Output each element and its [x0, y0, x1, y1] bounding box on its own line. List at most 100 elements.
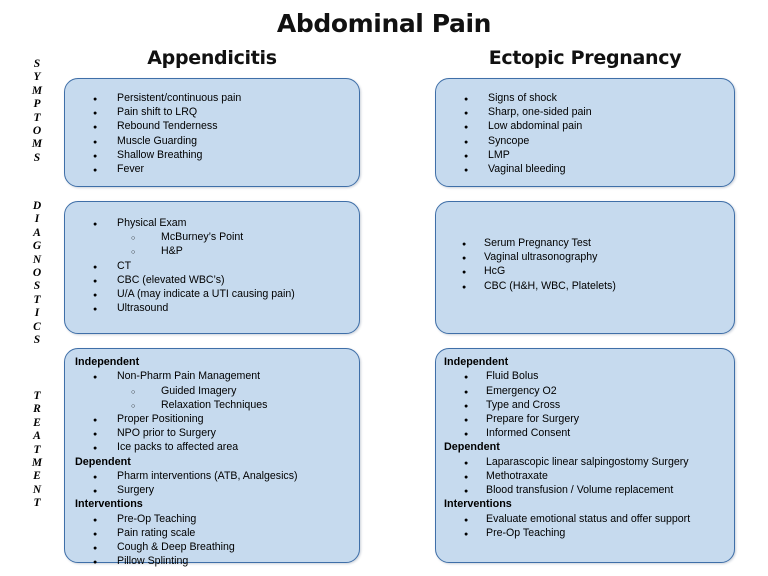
- list-item-label: Low abdominal pain: [488, 120, 583, 133]
- list-item-label: Cough & Deep Breathing: [117, 541, 235, 554]
- list-item: Ultrasound: [65, 301, 359, 315]
- group-heading: Interventions: [444, 498, 512, 511]
- list-item-label: Prepare for Surgery: [486, 413, 580, 426]
- list-item: Shallow Breathing: [65, 148, 359, 162]
- list-item-label: Pharm interventions (ATB, Analgesics): [117, 470, 298, 483]
- list-item: Syncope: [436, 134, 734, 148]
- row-label-letter: D: [32, 200, 42, 212]
- disc-bullet-icon: [462, 279, 472, 295]
- list-item: McBurney’s Point: [65, 230, 359, 244]
- row-label-letter: A: [33, 226, 41, 239]
- list-item-label: Fever: [117, 163, 145, 176]
- list-item: Pre-Op Teaching: [436, 526, 734, 540]
- box-appendicitis-treatment: IndependentNon-Pharm Pain ManagementGuid…: [64, 348, 360, 567]
- list-item-label: Fluid Bolus: [486, 370, 539, 383]
- list-item: Serum Pregnancy Test: [436, 236, 734, 250]
- bullet-list: Fluid BolusEmergency O2Type and CrossPre…: [436, 369, 734, 440]
- disc-bullet-icon: [93, 440, 103, 456]
- disc-bullet-icon: [464, 426, 474, 442]
- row-label-letter: I: [34, 307, 40, 320]
- bullet-list: Serum Pregnancy TestVaginal ultrasonogra…: [436, 236, 734, 293]
- list-ectopic-diagnostics: Serum Pregnancy TestVaginal ultrasonogra…: [436, 202, 734, 293]
- box-ectopic-treatment: IndependentFluid BolusEmergency O2Type a…: [435, 348, 735, 563]
- list-item: Muscle Guarding: [65, 134, 359, 148]
- row-label-letter: P: [33, 98, 41, 111]
- list-item-label: McBurney’s Point: [161, 231, 244, 244]
- list-item-label: Sharp, one-sided pain: [488, 106, 592, 119]
- row-label-letter: M: [31, 138, 43, 151]
- list-item-label: CBC (elevated WBC’s): [117, 273, 225, 286]
- list-item-label: CT: [117, 259, 132, 272]
- box-ectopic-symptoms: Signs of shockSharp, one-sided painLow a…: [435, 78, 735, 187]
- bullet-list: Laparascopic linear salpingostomy Surger…: [436, 455, 734, 498]
- list-item-label: Shallow Breathing: [117, 148, 203, 161]
- group-heading: Independent: [444, 356, 509, 368]
- row-label-letter: M: [31, 457, 43, 470]
- list-item-label: Muscle Guarding: [117, 134, 198, 147]
- list-item: Pharm interventions (ATB, Analgesics): [65, 469, 359, 483]
- disc-bullet-icon: [464, 526, 474, 542]
- list-item-label: U/A (may indicate a UTI causing pain): [117, 288, 295, 301]
- disc-bullet-icon: [93, 301, 103, 317]
- list-item: CBC (elevated WBC’s): [65, 273, 359, 287]
- row-label-letter: C: [33, 320, 41, 333]
- row-label-letter: O: [32, 125, 42, 138]
- bullet-list: Pre-Op TeachingPain rating scaleCough & …: [65, 512, 359, 569]
- disc-bullet-icon: [464, 162, 474, 178]
- list-appendicitis-diagnostics: Physical ExamMcBurney’s PointH&P CTCBC (e…: [65, 202, 359, 315]
- group-heading: Interventions: [75, 498, 143, 511]
- bullet-list: Non-Pharm Pain Management: [65, 369, 359, 383]
- list-item-label: Pre-Op Teaching: [117, 512, 197, 525]
- list-item-label: Signs of shock: [488, 92, 557, 104]
- list-item-label: Relaxation Techniques: [161, 398, 268, 411]
- list-item-label: Non-Pharm Pain Management: [117, 370, 261, 383]
- list-item: Blood transfusion / Volume replacement: [436, 483, 734, 497]
- list-item-label: H&P: [161, 245, 183, 258]
- list-item-label: Rebound Tenderness: [117, 120, 218, 133]
- list-item-label: Vaginal ultrasonography: [484, 251, 598, 264]
- list-item: Methotraxate: [436, 469, 734, 483]
- list-ectopic-symptoms: Signs of shockSharp, one-sided painLow a…: [436, 79, 734, 176]
- list-item: Low abdominal pain: [436, 119, 734, 133]
- list-ectopic-treatment: IndependentFluid BolusEmergency O2Type a…: [436, 349, 734, 540]
- list-item-label: Emergency O2: [486, 384, 557, 397]
- list-appendicitis-symptoms: Persistent/continuous painPain shift to …: [65, 79, 359, 176]
- disc-bullet-icon: [464, 483, 474, 499]
- list-item-label: Laparascopic linear salpingostomy Surger…: [486, 455, 689, 468]
- list-item-label: Informed Consent: [486, 427, 571, 440]
- list-item-label: HcG: [484, 265, 506, 278]
- row-label-letter: A: [33, 430, 41, 443]
- row-label-letter: G: [32, 240, 42, 253]
- list-item-label: Pain rating scale: [117, 527, 196, 540]
- row-label-letter: E: [33, 470, 41, 483]
- list-item: Signs of shock: [436, 91, 734, 105]
- list-item: H&P: [65, 244, 359, 258]
- group-heading: Dependent: [75, 455, 131, 468]
- list-item: U/A (may indicate a UTI causing pain): [65, 287, 359, 301]
- list-item: Non-Pharm Pain Management: [65, 369, 359, 383]
- row-label-letter: N: [32, 253, 42, 266]
- list-item-label: Ice packs to affected area: [117, 441, 239, 454]
- bullet-list: Physical Exam: [65, 216, 359, 230]
- bullet-list: Evaluate emotional status and offer supp…: [436, 512, 734, 540]
- row-label-letter: O: [32, 267, 42, 280]
- row-label-letter: S: [33, 280, 41, 293]
- list-item: Persistent/continuous pain: [65, 91, 359, 105]
- list-item-label: Serum Pregnancy Test: [484, 237, 591, 249]
- box-appendicitis-symptoms: Persistent/continuous painPain shift to …: [64, 78, 360, 187]
- list-item: Sharp, one-sided pain: [436, 105, 734, 119]
- list-item-label: Ultrasound: [117, 302, 169, 315]
- list-item-label: Blood transfusion / Volume replacement: [486, 484, 674, 497]
- list-item: Emergency O2: [436, 384, 734, 398]
- group-heading: Dependent: [444, 441, 500, 454]
- row-label-letter: S: [33, 151, 41, 164]
- list-item-label: Persistent/continuous pain: [117, 92, 242, 104]
- list-item: Rebound Tenderness: [65, 119, 359, 133]
- disc-bullet-icon: [93, 554, 103, 570]
- list-item: LMP: [436, 148, 734, 162]
- row-label-letter: S: [33, 58, 41, 70]
